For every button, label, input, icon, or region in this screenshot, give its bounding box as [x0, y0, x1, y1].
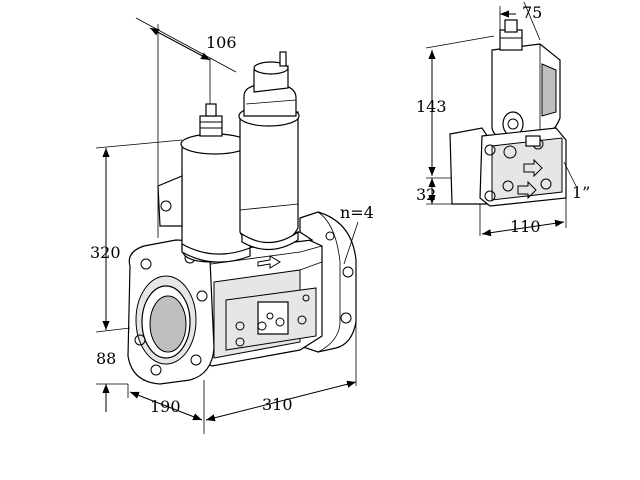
dimension-length: 310: [205, 322, 357, 422]
dim-32: 32: [416, 185, 436, 204]
dimension-small-lower: 32: [416, 178, 452, 205]
dimension-small-top: 75: [499, 1, 542, 41]
dimension-flange-holes: n=4: [340, 203, 374, 265]
dimension-depth: 190: [127, 380, 205, 434]
dimension-height: 320: [90, 24, 183, 333]
dim-143: 143: [416, 97, 447, 116]
dimension-thread: 1”: [563, 161, 590, 202]
dim-310: 310: [262, 395, 293, 414]
dim-75: 75: [522, 3, 542, 22]
dim-110: 110: [510, 217, 541, 236]
coil-base-ring: [181, 242, 251, 263]
dimension-small-height: 143: [416, 35, 495, 179]
dim-88: 88: [96, 349, 116, 368]
dimension-top-width: 106: [135, 17, 237, 104]
dim-106: 106: [206, 33, 237, 52]
left-flange: [127, 239, 215, 385]
right-solenoid: [238, 51, 300, 247]
coil-base-ring-right: [241, 230, 299, 251]
main-valve-assembly: [127, 51, 357, 385]
dim-190: 190: [150, 397, 181, 416]
dimension-lower-height: 88: [96, 349, 128, 412]
dim-320: 320: [90, 243, 121, 262]
dimension-small-width: 110: [479, 198, 567, 237]
label-thread: 1”: [572, 183, 590, 202]
left-solenoid: [157, 103, 251, 263]
label-n4: n=4: [340, 203, 374, 222]
small-valve-assembly: [449, 19, 567, 207]
